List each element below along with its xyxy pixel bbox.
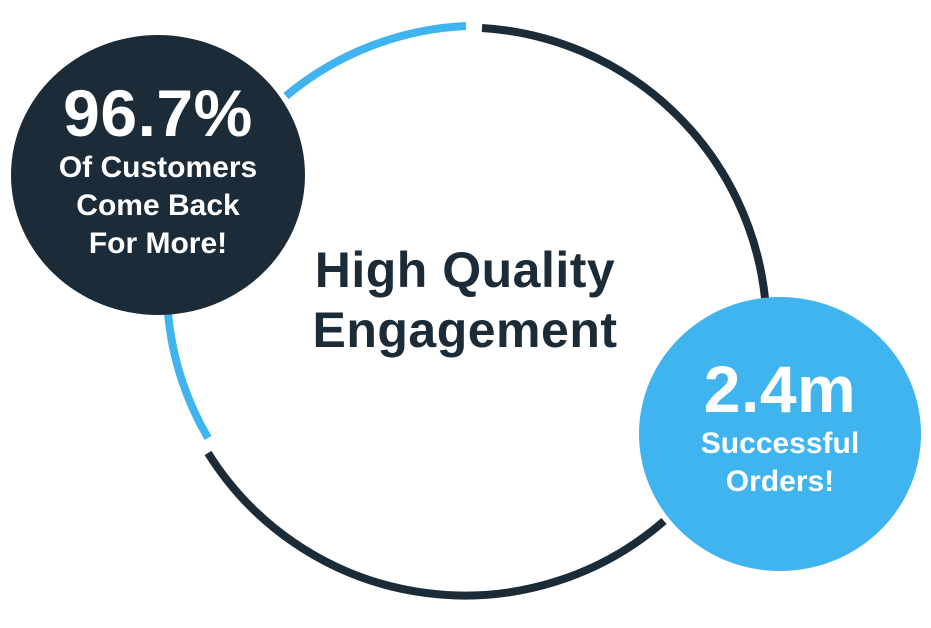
stat-caption: Of Customers Come Back For More! [58, 151, 258, 260]
stat-caption: Successful Orders! [700, 427, 860, 498]
page-title: High Quality Engagement [312, 242, 618, 358]
stat-bubble-successful-orders: 2.4m Successful Orders! [639, 297, 921, 571]
stat-value: 96.7% [63, 76, 253, 150]
ring-arc-right [481, 24, 769, 299]
ring-arc-bottom [204, 450, 667, 600]
stat-bubble-returning-customers: 96.7% Of Customers Come Back For More! [11, 35, 305, 315]
ring-arc-top-left [283, 22, 467, 100]
ring-arc-left [164, 312, 212, 441]
stat-value: 2.4m [703, 352, 857, 426]
